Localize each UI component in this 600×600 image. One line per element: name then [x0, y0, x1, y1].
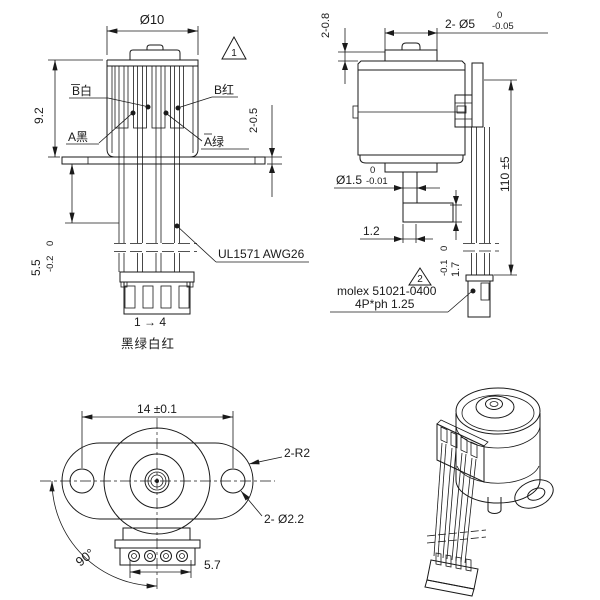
- dim-front-flange: 2-0.5: [200, 105, 282, 197]
- dim-top-hole-spacing: 14 ±0.1: [81, 402, 234, 468]
- dim-top-hole-dia: 2- Ø2.2: [240, 490, 304, 526]
- dim-top-pin-span-label: 5.7: [204, 558, 221, 572]
- dim-top-angle: 90°: [49, 480, 158, 589]
- side-motor-outline: [352, 42, 484, 223]
- wire-point-a-black: [130, 110, 136, 116]
- dim-front-lead: 5.5 0 -0.2: [29, 164, 119, 276]
- front-motor-outline: [61, 44, 266, 165]
- dim-side-boss-height: 2-0.8: [320, 13, 385, 84]
- label-a-green: A绿: [204, 134, 224, 149]
- phase-labels: B白 B红 A黑 A绿: [66, 82, 249, 150]
- iso-lead-wires: [426, 442, 487, 564]
- iso-connector: [424, 552, 479, 597]
- dim-side-wire-length-label: 110 ±5: [498, 156, 512, 192]
- iso-motor-body: [455, 387, 554, 514]
- connector-spec-line1: molex 51021-0400: [337, 284, 437, 298]
- note-triangle-1: 1: [221, 35, 247, 60]
- connector-spec-line2: 4P*ph 1.25: [355, 297, 415, 311]
- dim-front-height: 9.2: [32, 59, 103, 158]
- top-view: 14 ±0.1 2-R2 2- Ø2.2 90° 5.7: [40, 402, 310, 592]
- front-connector: [119, 271, 195, 315]
- dim-top-hole-dia-label: 2- Ø2.2: [264, 512, 304, 526]
- dim-side-step-height-tol-upper: 0: [439, 246, 450, 251]
- iso-wire-bracket: [436, 419, 489, 483]
- label-a-black: A黑: [68, 130, 88, 144]
- label-b-red: B红: [214, 82, 234, 97]
- dim-front-diameter: Ø10: [106, 12, 199, 55]
- dim-side-step-width: 1.2: [360, 224, 433, 243]
- dim-top-hole-spacing-label: 14 ±0.1: [137, 402, 177, 416]
- dim-front-lead-label: 5.5: [29, 259, 43, 276]
- dim-side-shaft-dia-tol-lower: -0.01: [366, 176, 388, 187]
- wire-point-b-red: [175, 105, 181, 111]
- dim-side-step-height-tol-lower: -0.1: [439, 260, 450, 276]
- dim-side-step-width-label: 1.2: [363, 224, 380, 238]
- wire-spec-callout: UL1571 AWG26: [174, 223, 309, 263]
- note-triangle-1-number: 1: [231, 48, 237, 59]
- note-triangle-2-number: 2: [417, 274, 423, 285]
- wire-point-b-white: [145, 104, 151, 110]
- dim-front-lead-tol-upper: 0: [45, 241, 56, 246]
- iso-mounting-ear: [514, 479, 554, 509]
- dim-side-wire-length: 110 ±5: [484, 79, 517, 276]
- side-connector: [465, 274, 494, 318]
- front-view: Ø10 9.2 2-0.5 5.5 0 -0.2 1: [29, 12, 309, 351]
- connector-spec-point: [470, 288, 476, 294]
- dim-front-lead-tol-lower: -0.2: [45, 256, 56, 272]
- dim-side-step-height-label: 1.7: [450, 262, 462, 277]
- front-lead-wires: [114, 66, 197, 272]
- dim-side-shaft-dia: Ø1.5 0 -0.01: [334, 165, 440, 191]
- top-motor-outline: [40, 418, 275, 592]
- iso-view: [424, 387, 554, 597]
- side-view: 2-0.8 2- Ø5 0 -0.05 Ø1.5 0 -0.01: [320, 10, 548, 318]
- dim-top-pin-span: 5.7: [129, 558, 221, 578]
- dim-side-shaft-dia-label: Ø1.5: [336, 173, 362, 187]
- wire-color-order-label: 黑绿白红: [121, 336, 175, 351]
- connector-spec-callout: molex 51021-0400 4P*ph 1.25: [330, 284, 476, 313]
- dim-front-diameter-label: Ø10: [140, 12, 165, 27]
- dim-side-boss-height-label: 2-0.8: [320, 13, 332, 38]
- dim-side-boss-dia: 2- Ø5 0 -0.05: [384, 10, 548, 50]
- dim-top-ear-radius-label: 2-R2: [284, 446, 310, 460]
- dim-front-height-label: 9.2: [32, 107, 46, 124]
- dim-side-boss-dia-tol-upper: 0: [497, 10, 502, 21]
- dim-front-flange-label: 2-0.5: [248, 108, 260, 133]
- dim-side-step-height: 1.7 0 -0.1: [439, 190, 462, 277]
- dim-top-angle-label: 90°: [73, 545, 98, 569]
- dim-side-boss-dia-tol-lower: -0.05: [492, 21, 514, 32]
- dim-top-ear-radius: 2-R2: [248, 446, 310, 465]
- note-triangle-2: 2: [408, 267, 432, 286]
- label-b-white: B白: [72, 83, 92, 98]
- dim-side-boss-dia-label: 2- Ø5: [445, 17, 475, 31]
- wire-spec-label: UL1571 AWG26: [218, 247, 305, 261]
- pin-order-label: 1 → 4: [134, 315, 166, 329]
- dim-side-shaft-dia-tol-upper: 0: [370, 165, 375, 176]
- side-lead-wires: [463, 127, 499, 275]
